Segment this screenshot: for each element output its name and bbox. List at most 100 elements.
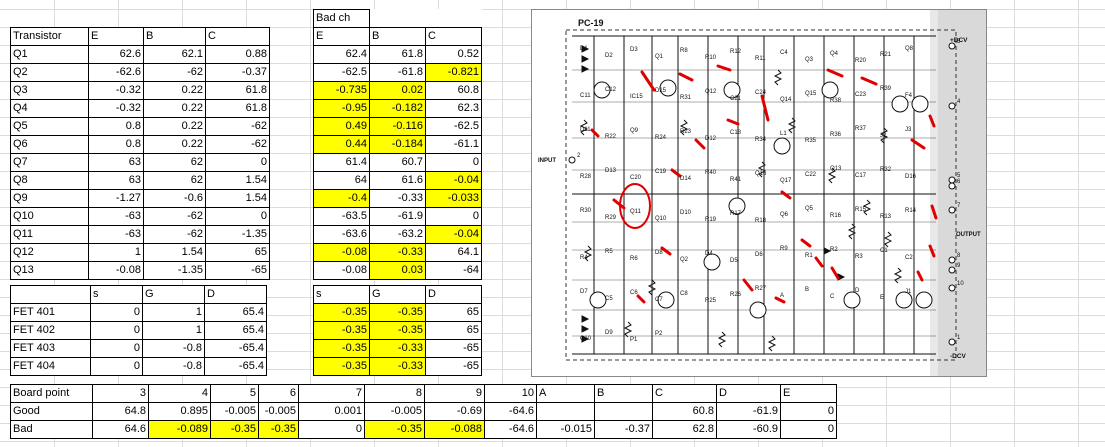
value-cell[interactable]: 0 (205, 207, 270, 226)
value-cell[interactable]: 62.4 (313, 45, 370, 64)
header-cell[interactable]: s (90, 285, 143, 304)
value-cell[interactable]: -0.95 (313, 99, 370, 118)
value-cell[interactable]: 65 (425, 303, 482, 322)
value-cell[interactable]: -64.6 (484, 402, 537, 421)
row-label-cell[interactable]: Q13 (10, 261, 89, 280)
value-cell[interactable]: 61.6 (369, 171, 426, 190)
value-cell[interactable]: -0.35 (258, 420, 299, 439)
value-cell[interactable]: 62.1 (143, 45, 206, 64)
value-cell[interactable]: 0.03 (369, 261, 426, 280)
value-cell[interactable]: 64.6 (92, 420, 149, 439)
value-cell[interactable]: -62 (143, 63, 206, 82)
header-cell[interactable]: C (205, 27, 270, 46)
value-cell[interactable]: 0 (90, 321, 143, 340)
header-cell[interactable]: G (369, 285, 426, 304)
value-cell[interactable]: -0.4 (313, 189, 370, 208)
header-cell[interactable]: 6 (258, 384, 299, 403)
value-cell[interactable]: 0 (90, 357, 143, 376)
value-cell[interactable]: 0 (298, 420, 365, 439)
value-cell[interactable]: -65.4 (204, 339, 267, 358)
value-cell[interactable]: -65 (425, 339, 482, 358)
value-cell[interactable]: -0.35 (369, 321, 426, 340)
value-cell[interactable]: -0.33 (369, 357, 426, 376)
value-cell[interactable]: -1.35 (205, 225, 270, 244)
row-label-cell[interactable]: Good (10, 402, 93, 421)
value-cell[interactable]: 0.22 (143, 99, 206, 118)
bad-ch-title[interactable]: Bad ch (313, 9, 370, 28)
row-label-cell[interactable]: FET 401 (10, 303, 91, 322)
value-cell[interactable]: 62.3 (425, 99, 482, 118)
row-label-cell[interactable]: FET 404 (10, 357, 91, 376)
header-cell[interactable]: B (143, 27, 206, 46)
value-cell[interactable]: -0.37 (205, 63, 270, 82)
value-cell[interactable]: -62.5 (313, 63, 370, 82)
value-cell[interactable]: -0.033 (425, 189, 482, 208)
header-cell[interactable]: C (425, 27, 482, 46)
header-cell[interactable]: A (536, 384, 595, 403)
value-cell[interactable]: -0.69 (424, 402, 485, 421)
row-label-cell[interactable]: FET 403 (10, 339, 91, 358)
value-cell[interactable]: -61.8 (369, 63, 426, 82)
value-cell[interactable]: -0.37 (594, 420, 653, 439)
value-cell[interactable]: 0.22 (143, 117, 206, 136)
header-cell[interactable] (10, 285, 91, 304)
header-cell[interactable]: E (313, 27, 370, 46)
row-label-cell[interactable]: Q12 (10, 243, 89, 262)
value-cell[interactable]: 0 (90, 339, 143, 358)
value-cell[interactable]: 61.8 (369, 45, 426, 64)
value-cell[interactable]: -62.5 (425, 117, 482, 136)
value-cell[interactable]: -0.005 (364, 402, 425, 421)
value-cell[interactable]: -62 (143, 207, 206, 226)
value-cell[interactable]: 65.4 (204, 321, 267, 340)
value-cell[interactable]: -64.6 (484, 420, 537, 439)
header-cell[interactable]: C (652, 384, 717, 403)
value-cell[interactable]: -0.04 (425, 225, 482, 244)
header-cell[interactable]: Board point (10, 384, 93, 403)
row-label-cell[interactable]: Q7 (10, 153, 89, 172)
value-cell[interactable]: -60.9 (716, 420, 781, 439)
row-label-cell[interactable]: FET 402 (10, 321, 91, 340)
row-label-cell[interactable]: Q4 (10, 99, 89, 118)
header-cell[interactable]: 9 (424, 384, 485, 403)
row-label-cell[interactable]: Q3 (10, 81, 89, 100)
value-cell[interactable]: 0.22 (143, 135, 206, 154)
header-cell[interactable]: D (716, 384, 781, 403)
value-cell[interactable]: 0.02 (369, 81, 426, 100)
value-cell[interactable]: -63 (88, 207, 144, 226)
header-cell[interactable]: s (313, 285, 370, 304)
value-cell[interactable]: 62 (143, 153, 206, 172)
value-cell[interactable]: 60.7 (369, 153, 426, 172)
value-cell[interactable]: -64 (425, 261, 482, 280)
header-cell[interactable]: D (204, 285, 267, 304)
value-cell[interactable]: 65.4 (204, 303, 267, 322)
value-cell[interactable]: 0.49 (313, 117, 370, 136)
value-cell[interactable]: 0.895 (148, 402, 211, 421)
value-cell[interactable]: -63.2 (369, 225, 426, 244)
header-cell[interactable]: G (142, 285, 205, 304)
value-cell[interactable]: -0.33 (369, 339, 426, 358)
value-cell[interactable]: -0.6 (143, 189, 206, 208)
header-cell[interactable]: 7 (298, 384, 365, 403)
row-label-cell[interactable]: Q8 (10, 171, 89, 190)
value-cell[interactable]: 62 (143, 171, 206, 190)
value-cell[interactable]: 61.8 (205, 81, 270, 100)
row-label-cell[interactable]: Q10 (10, 207, 89, 226)
value-cell[interactable]: 63 (88, 153, 144, 172)
value-cell[interactable]: 1.54 (143, 243, 206, 262)
value-cell[interactable]: -0.08 (88, 261, 144, 280)
value-cell[interactable]: -0.35 (313, 321, 370, 340)
header-cell[interactable]: 8 (364, 384, 425, 403)
value-cell[interactable]: -62 (143, 225, 206, 244)
value-cell[interactable]: -0.005 (210, 402, 259, 421)
value-cell[interactable]: -0.005 (258, 402, 299, 421)
value-cell[interactable]: -61.9 (716, 402, 781, 421)
value-cell[interactable]: 61.8 (205, 99, 270, 118)
value-cell[interactable]: 0 (425, 207, 482, 226)
value-cell[interactable] (594, 402, 653, 421)
value-cell[interactable]: -0.33 (369, 243, 426, 262)
value-cell[interactable]: 60.8 (425, 81, 482, 100)
value-cell[interactable]: 1 (142, 321, 205, 340)
value-cell[interactable]: -63 (88, 225, 144, 244)
value-cell[interactable]: 65 (205, 243, 270, 262)
